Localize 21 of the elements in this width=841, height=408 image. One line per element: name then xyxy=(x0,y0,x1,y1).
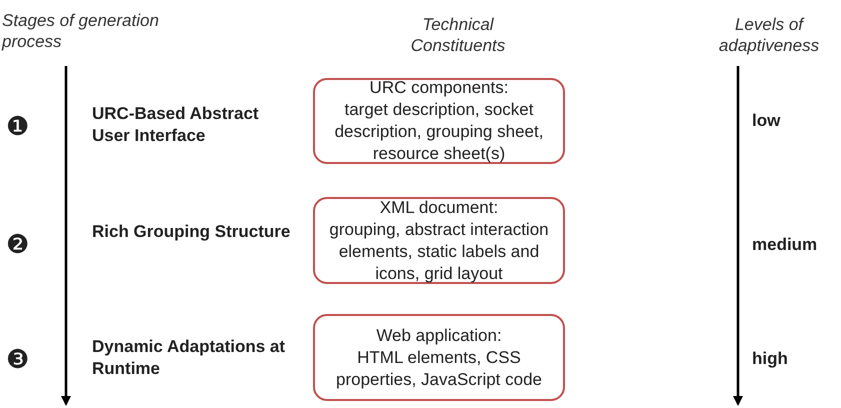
level-text: low xyxy=(752,110,782,132)
stage-name: URC-Based Abstract User Interface xyxy=(92,103,260,147)
step-number: ❷ xyxy=(6,231,30,259)
stage-name: Rich Grouping Structure xyxy=(92,221,292,243)
level-text: medium xyxy=(752,234,818,256)
column-heading: Technical Constituents xyxy=(410,14,506,56)
box-text: target description, socket description, grouping sheet, resource sheet(s) xyxy=(334,99,544,165)
step-number: ❸ xyxy=(6,346,30,374)
level-text: high xyxy=(752,348,789,370)
step-number: ❶ xyxy=(6,113,30,141)
box-text: HTML elements, CSS properties, JavaScript code xyxy=(335,346,543,390)
component-box xyxy=(313,78,565,164)
box-heading: URC components: xyxy=(370,77,508,99)
column-heading: Levels of adaptiveness xyxy=(718,14,820,56)
component-box xyxy=(313,314,565,401)
box-heading: Web application: xyxy=(376,324,502,346)
component-box xyxy=(313,197,565,284)
box-text: grouping, abstract interaction elements, static labels and icons, grid layout xyxy=(328,218,550,284)
column-heading: Stages of generation process xyxy=(2,10,160,52)
box-heading: XML document: xyxy=(380,196,498,218)
stage-name: Dynamic Adaptations at Runtime xyxy=(92,336,286,380)
